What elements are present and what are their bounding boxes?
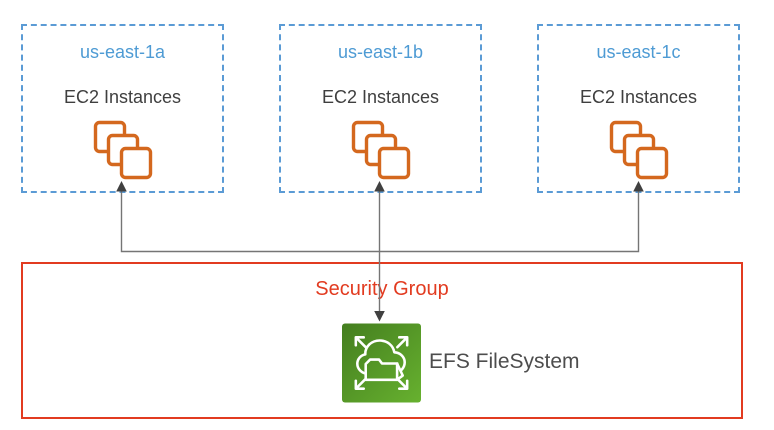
arrowhead-up-az2 <box>374 181 385 192</box>
availability-zone-box-1c: us-east-1c EC2 Instances <box>537 24 740 193</box>
az-name-label: us-east-1b <box>337 42 424 62</box>
efs-cloud <box>356 339 406 376</box>
availability-zone-box-1a: us-east-1a EC2 Instances <box>21 24 224 193</box>
security-group-box: Security Group <box>21 262 743 419</box>
arrowhead-down-efs <box>374 311 385 322</box>
ec2-instances-label: EC2 Instances <box>321 87 440 107</box>
efs-folder-flap <box>395 362 405 382</box>
efs-folder <box>364 358 399 382</box>
security-group-label: Security Group <box>315 278 449 300</box>
ec2-instances-icon <box>351 120 410 180</box>
efs-expand-arrows <box>354 336 409 390</box>
ec2-instances-label: EC2 Instances <box>63 87 182 107</box>
efs-filesystem-label: EFS FileSystem <box>429 350 580 373</box>
az-name-label: us-east-1a <box>79 42 166 62</box>
efs-icon <box>342 323 421 403</box>
ec2-instances-icon <box>93 120 152 180</box>
arrowhead-up-az1 <box>116 181 127 192</box>
arrowhead-up-az3 <box>633 181 644 192</box>
availability-zone-box-1b: us-east-1b EC2 Instances <box>279 24 482 193</box>
ec2-instances-icon <box>609 120 668 180</box>
az-name-label: us-east-1c <box>596 42 681 62</box>
ec2-instances-label: EC2 Instances <box>579 87 698 107</box>
